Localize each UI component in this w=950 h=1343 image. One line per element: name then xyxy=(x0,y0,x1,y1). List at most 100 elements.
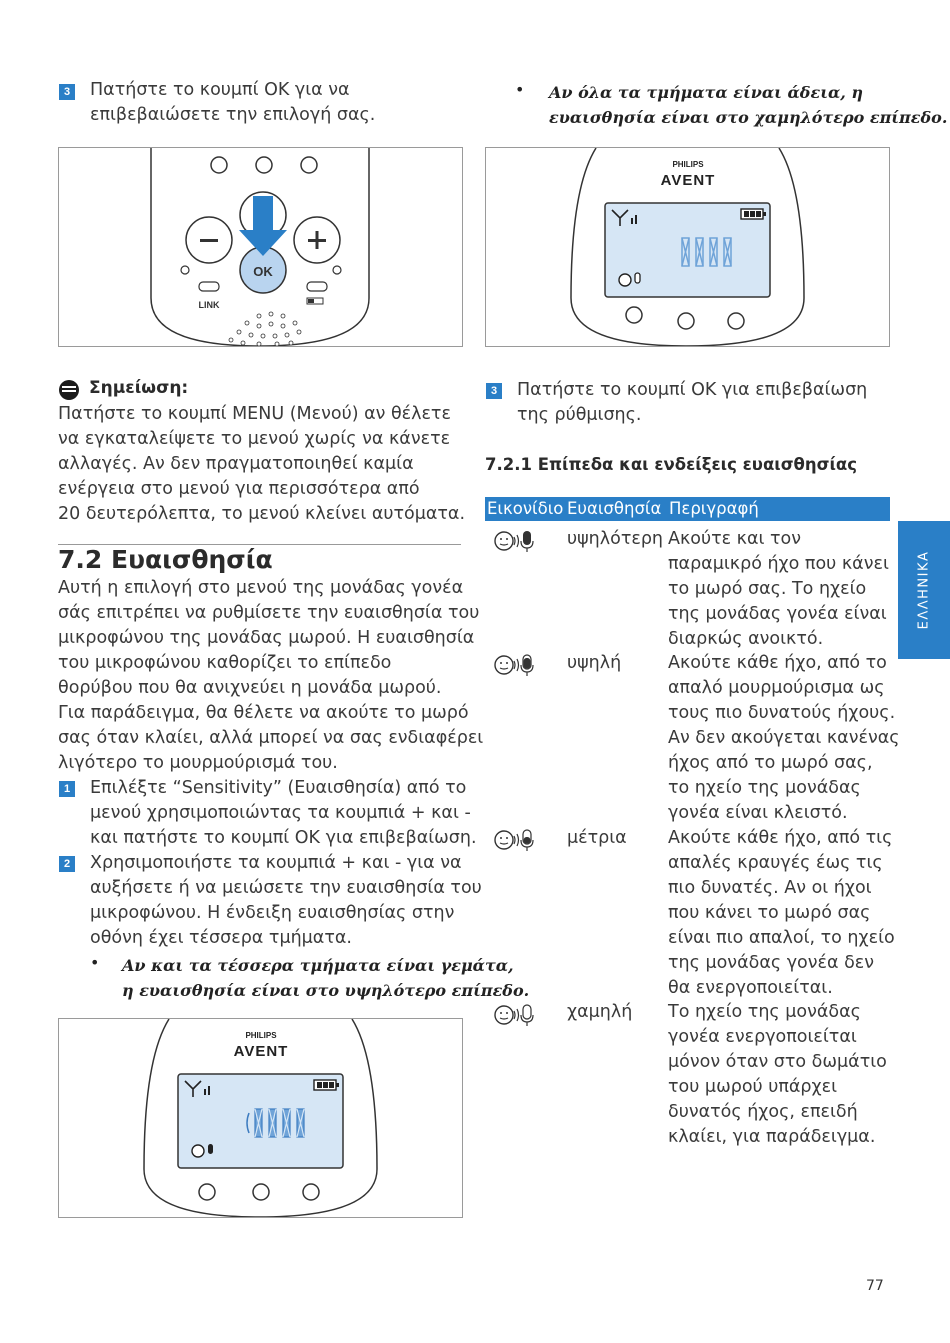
section-intro: Αυτή η επιλογή στο μενού της μονάδας γον… xyxy=(58,576,483,776)
step-text-line: μενού χρησιμοποιώντας τα κουμπιά + και - xyxy=(90,803,471,823)
description-line: απαλό μουρμούρισμα ως xyxy=(668,678,885,698)
bullet-text-line: Αν και τα τέσσερα τμήματα είναι γεμάτα, xyxy=(122,956,514,975)
description-line: Αν δεν ακούγεται κανένας xyxy=(668,728,900,748)
sensitivity-level: υψηλή xyxy=(567,653,622,673)
description-line: Ακούτε κάθε ήχο, από τις xyxy=(668,828,893,848)
baby-mic-2-bars-icon xyxy=(493,828,539,856)
description-line: Ακούτε και τον xyxy=(668,529,802,549)
note-line: Πατήστε το κουμπί MENU (Μενού) αν θέλετε xyxy=(58,404,451,424)
description-line: το μωρό σας. Το ηχείο xyxy=(668,579,867,599)
intro-line: σάς επιτρέπει να ρυθμίσετε την ευαισθησί… xyxy=(58,603,480,623)
description-line: της μονάδας γονέα δεν xyxy=(668,953,875,973)
sensitivity-description: Ακούτε κάθε ήχο, από τις απαλές κραυγές … xyxy=(668,826,895,1001)
step-number: 3 xyxy=(486,383,502,399)
step-number: 3 xyxy=(59,84,75,100)
bullet-dot: • xyxy=(515,80,525,99)
svg-text:OK: OK xyxy=(253,264,273,279)
step2-text: Χρησιμοποιήστε τα κουμπιά + και - για να… xyxy=(90,851,482,951)
note-line: αλλαγές. Αν δεν πραγματοποιηθεί καμία xyxy=(58,454,414,474)
description-line: διαρκώς ανοικτό. xyxy=(668,629,824,649)
step-text-line: Επιλέξτε “Sensitivity” (Ευαισθησία) από … xyxy=(90,778,467,798)
intro-line: Για παράδειγμα, θα θέλετε να ακούτε το μ… xyxy=(58,703,469,723)
bullet-dot: • xyxy=(90,953,100,972)
step-text-line: Πατήστε το κουμπί OK για να xyxy=(90,80,350,100)
step-number: 2 xyxy=(59,856,75,872)
step-number: 1 xyxy=(59,781,75,797)
description-line: θα ενεργοποιείται. xyxy=(668,978,833,998)
note-line: 20 δευτερόλεπτα, το μενού κλείνει αυτόμα… xyxy=(58,504,466,524)
note-line: να εγκαταλείψετε το μενού χωρίς να κάνετ… xyxy=(58,429,451,449)
step-text-line: Πατήστε το κουμπί OK για επιβεβαίωση xyxy=(517,380,868,400)
sensitivity-description: Ακούτε κάθε ήχο, από το απαλό μουρμούρισ… xyxy=(668,651,900,826)
step3-confirm-text: Πατήστε το κουμπί OK για επιβεβαίωση της… xyxy=(517,378,867,428)
table-header: Εικονίδιο Ευαισθησία Περιγραφή xyxy=(485,497,890,521)
empty-sensitivity-figure: PHILIPS AVENT xyxy=(485,147,890,347)
description-line: κλαίει, για παράδειγμα. xyxy=(668,1127,876,1147)
svg-text:AVENT: AVENT xyxy=(661,172,716,189)
description-line: πιο δυνατές. Αν οι ήχοι xyxy=(668,878,872,898)
bullet-text: Αν όλα τα τμήματα είναι άδεια, η ευαισθη… xyxy=(549,80,947,130)
column-header-sensitivity: Ευαισθησία xyxy=(567,499,662,518)
sensitivity-description: Ακούτε και τον παραμικρό ήχο που κάνει τ… xyxy=(668,527,889,652)
bullet-text-line: ευαισθησία είναι στο χαμηλότερο επίπεδο. xyxy=(549,108,948,127)
description-line: της μονάδας γονέα είναι xyxy=(668,604,887,624)
note-title: Σημείωση: xyxy=(89,378,189,398)
description-line: που κάνει το μωρό σας xyxy=(668,903,871,923)
svg-text:PHILIPS: PHILIPS xyxy=(672,160,704,169)
baby-mic-1-bar-icon xyxy=(493,1003,539,1031)
step-text: Πατήστε το κουμπί OK για να επιβεβαιώσετ… xyxy=(90,78,375,128)
language-tab-label: ΕΛΛΗΝΙΚΑ xyxy=(916,550,932,630)
step-text-line: και πατήστε το κουμπί OK για επιβεβαίωση… xyxy=(90,828,477,848)
note-body: Πατήστε το κουμπί MENU (Μενού) αν θέλετε… xyxy=(58,402,465,527)
intro-line: λιγότερο το μουρμούρισμά του. xyxy=(58,753,338,773)
step-text-line: αυξήσετε ή να μειώσετε την ευαισθησία το… xyxy=(90,878,482,898)
step-text-line: μικροφώνου. Η ένδειξη ευαισθησίας στην xyxy=(90,903,455,923)
description-line: δυνατός ήχος, επειδή xyxy=(668,1102,858,1122)
step-text-line: Χρησιμοποιήστε τα κουμπιά + και - για να xyxy=(90,853,462,873)
intro-line: Αυτή η επιλογή στο μενού της μονάδας γον… xyxy=(58,578,464,598)
parent-unit-illustration: PHILIPS AVENT xyxy=(570,148,805,346)
sensitivity-level: μέτρια xyxy=(567,828,627,848)
device-illustration: OK LINK xyxy=(150,148,370,346)
description-line: Το ηχείο της μονάδας xyxy=(668,1002,861,1022)
description-line: απαλές κραυγές έως τις xyxy=(668,853,883,873)
svg-text:PHILIPS: PHILIPS xyxy=(245,1031,277,1040)
description-line: γονέα ενεργοποιείται xyxy=(668,1027,857,1047)
description-line: γονέα είναι κλειστό. xyxy=(668,803,848,823)
step1-text: Επιλέξτε “Sensitivity” (Ευαισθησία) από … xyxy=(90,776,477,851)
svg-text:LINK: LINK xyxy=(199,300,220,310)
language-tab: ΕΛΛΗΝΙΚΑ xyxy=(898,521,950,659)
sensitivity-description: Το ηχείο της μονάδας γονέα ενεργοποιείτα… xyxy=(668,1000,887,1150)
sensitivity-level: υψηλότερη xyxy=(567,529,664,549)
section-title: 7.2 Ευαισθησία xyxy=(58,545,273,574)
intro-line: σας όταν κλαίει, αλλά μπορεί να σας ενδι… xyxy=(58,728,484,748)
bullet-text-line: Αν όλα τα τμήματα είναι άδεια, η xyxy=(549,83,864,102)
description-line: το ηχείο της μονάδας xyxy=(668,778,861,798)
description-line: είναι πιο απαλοί, το ηχείο xyxy=(668,928,895,948)
description-line: του μωρού υπάρχει xyxy=(668,1077,838,1097)
sensitivity-level: χαμηλή xyxy=(567,1002,633,1022)
step-text-line: της ρύθμισης. xyxy=(517,405,642,425)
description-line: μόνον όταν στο δωμάτιο xyxy=(668,1052,887,1072)
section-divider xyxy=(58,544,461,545)
column-header-description: Περιγραφή xyxy=(669,499,759,518)
description-line: τους πιο δυνατούς ήχους. xyxy=(668,703,896,723)
svg-text:AVENT: AVENT xyxy=(234,1043,289,1060)
note-icon xyxy=(59,380,79,400)
description-line: ήχος από το μωρό σας, xyxy=(668,753,873,773)
description-line: Ακούτε κάθε ήχο, από το xyxy=(668,653,887,673)
step-text-line: οθόνη έχει τέσσερα τμήματα. xyxy=(90,928,352,948)
column-header-icon: Εικονίδιο xyxy=(487,499,564,518)
ok-button-figure: OK LINK xyxy=(58,147,463,347)
step-text-line: επιβεβαιώσετε την επιλογή σας. xyxy=(90,105,376,125)
baby-mic-3-bars-icon xyxy=(493,653,539,681)
page-number: 77 xyxy=(866,1278,884,1294)
description-line: παραμικρό ήχο που κάνει xyxy=(668,554,889,574)
intro-line: μικροφώνου της μονάδας μωρού. Η ευαισθησ… xyxy=(58,628,475,648)
parent-unit-illustration: PHILIPS AVENT xyxy=(143,1019,378,1217)
bullet-text-line: η ευαισθησία είναι στο υψηλότερο επίπεδο… xyxy=(122,981,530,1000)
intro-line: του μικροφώνου καθορίζει το επίπεδο xyxy=(58,653,392,673)
bullet-text: Αν και τα τέσσερα τμήματα είναι γεμάτα, … xyxy=(122,953,529,1003)
subsection-title: 7.2.1 Επίπεδα και ενδείξεις ευαισθησίας xyxy=(485,455,858,474)
baby-mic-4-bars-icon xyxy=(493,529,539,557)
